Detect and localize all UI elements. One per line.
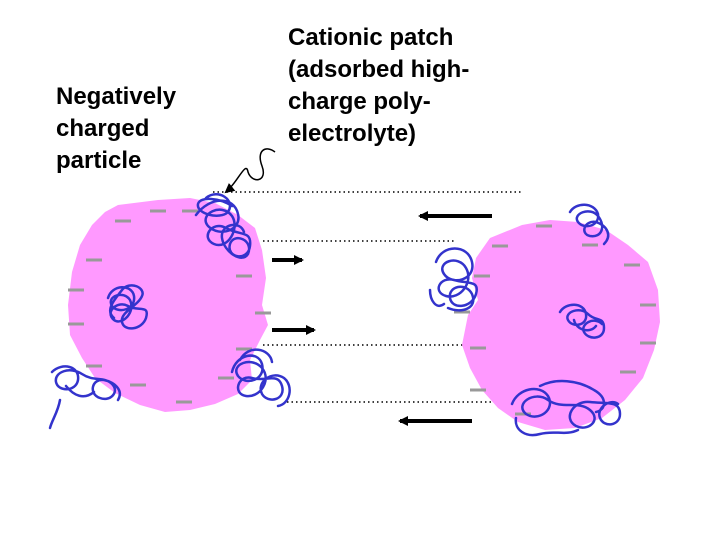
polymer-coil-left-bottom-right (230, 348, 291, 408)
polymer-coil-right-top (568, 203, 610, 246)
negative-charges (68, 209, 656, 416)
polymer-coil-right-left (428, 247, 479, 312)
polymer-coil-left-bottom-left (48, 365, 121, 430)
particle-label: Negatively charged particle (56, 83, 177, 174)
particle-left (68, 198, 268, 412)
polymer-coils (48, 193, 622, 437)
polymer-coil-left-center (106, 284, 149, 330)
polymer-coil-right-bottom (510, 379, 622, 437)
cationic-patch-label: Cationic patch (adsorbed high- charge po… (288, 24, 470, 147)
approach-arrows (272, 211, 492, 426)
leader-line (224, 148, 276, 194)
particle-right (462, 220, 660, 430)
polymer-coil-right-center (558, 303, 606, 339)
polymer-coil-left-top (194, 193, 252, 259)
guide-lines (213, 191, 521, 403)
